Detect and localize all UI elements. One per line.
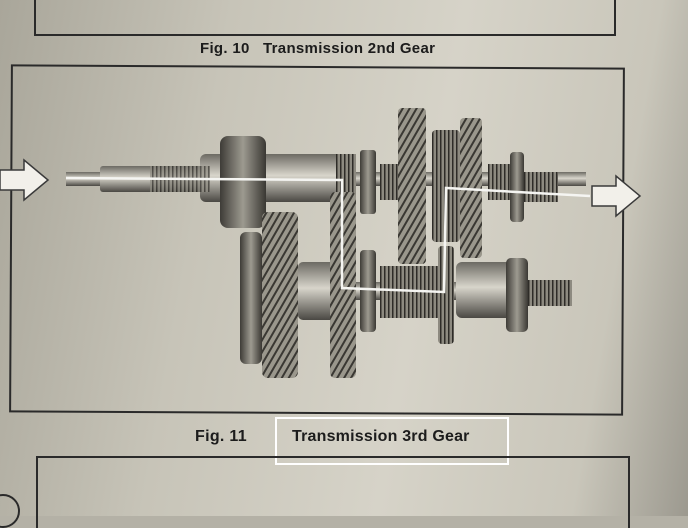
power-flow-line (65, 176, 591, 294)
caption-highlight-box (275, 417, 509, 465)
figure-11-title: Transmission 3rd Gear (292, 428, 470, 445)
figure-10-caption: Fig. 10 Transmission 2nd Gear (200, 40, 435, 57)
main-shaft (66, 108, 586, 264)
next-figure-frame (36, 456, 630, 528)
transmission-illustration (0, 108, 642, 378)
previous-figure-frame (34, 0, 616, 36)
figure-11-number: Fig. 11 (195, 428, 247, 445)
counter-shaft (240, 192, 572, 378)
input-arrow-icon (0, 158, 50, 202)
figure-10-number: Fig. 10 (200, 40, 250, 57)
figure-10-title: Transmission 2nd Gear (263, 40, 436, 57)
output-arrow-icon (591, 174, 642, 218)
